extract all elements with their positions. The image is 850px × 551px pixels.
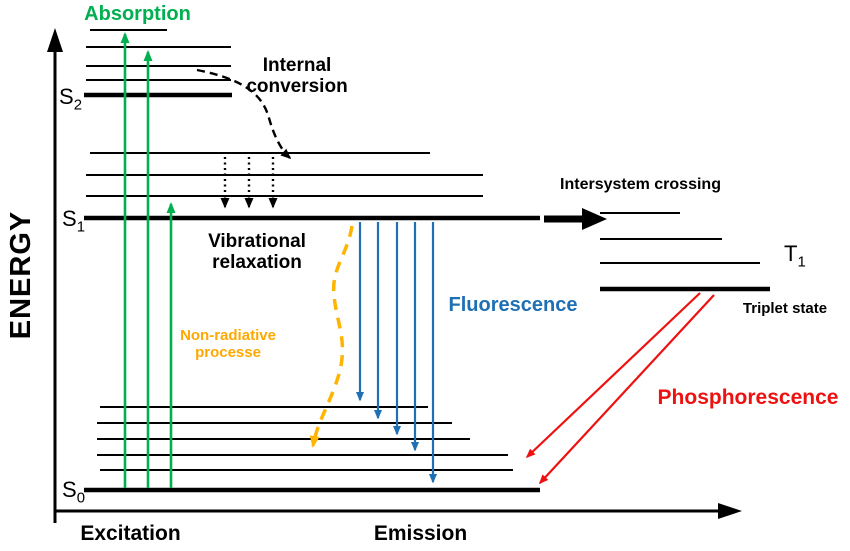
fluorescence-arrows — [356, 222, 437, 484]
internal-conversion-arrow — [196, 68, 292, 159]
emission-axis-label: Emission — [373, 522, 468, 545]
state-s1-sub: 1 — [76, 218, 86, 236]
s1-energy-levels — [84, 152, 540, 221]
internal-conversion-label: Internal conversion — [246, 55, 348, 98]
state-s1-base: S — [62, 206, 77, 231]
state-s2-sub: 2 — [73, 96, 83, 114]
non-radiative-label: Non-radiative processe — [180, 327, 276, 361]
s0-energy-levels — [84, 406, 540, 493]
state-label-s0: S0 — [62, 477, 85, 506]
state-label-s1: S1 — [62, 206, 85, 235]
state-label-s2: S2 — [59, 84, 82, 113]
t1-energy-levels — [600, 212, 770, 292]
intersystem-crossing-label: Intersystem crossing — [560, 176, 721, 193]
excitation-axis-label: Excitation — [80, 522, 181, 545]
energy-axis-label: ENERGY — [5, 210, 37, 340]
state-label-t1: T1 — [784, 241, 806, 270]
y-axis-arrowhead — [47, 28, 63, 52]
absorption-arrows — [120, 32, 176, 488]
absorption-label: Absorption — [84, 3, 191, 25]
energy-axes — [47, 28, 742, 523]
state-s2-base: S — [59, 84, 74, 109]
phosphorescence-arrows — [525, 292, 715, 485]
triplet-state-label: Triplet state — [742, 300, 828, 317]
vibrational-relaxation-arrows — [220, 157, 278, 209]
state-s0-sub: 0 — [76, 489, 86, 507]
non-radiative-arrow — [309, 225, 354, 448]
state-s0-base: S — [62, 477, 77, 502]
x-axis-arrowhead — [718, 503, 742, 519]
intersystem-crossing-arrow — [544, 208, 607, 230]
s2-energy-levels — [84, 29, 232, 98]
phosphorescence-label: Phosphorescence — [657, 386, 839, 409]
phosphorescence-arrow — [525, 292, 701, 459]
state-t1-sub: 1 — [797, 253, 806, 271]
intersystem-crossing-arrowhead — [582, 208, 607, 230]
state-t1-base: T — [784, 241, 798, 266]
fluorescence-label: Fluorescence — [448, 294, 578, 316]
vibrational-relaxation-label: Vibrational relaxation — [208, 231, 306, 274]
phosphorescence-arrow — [538, 294, 715, 485]
